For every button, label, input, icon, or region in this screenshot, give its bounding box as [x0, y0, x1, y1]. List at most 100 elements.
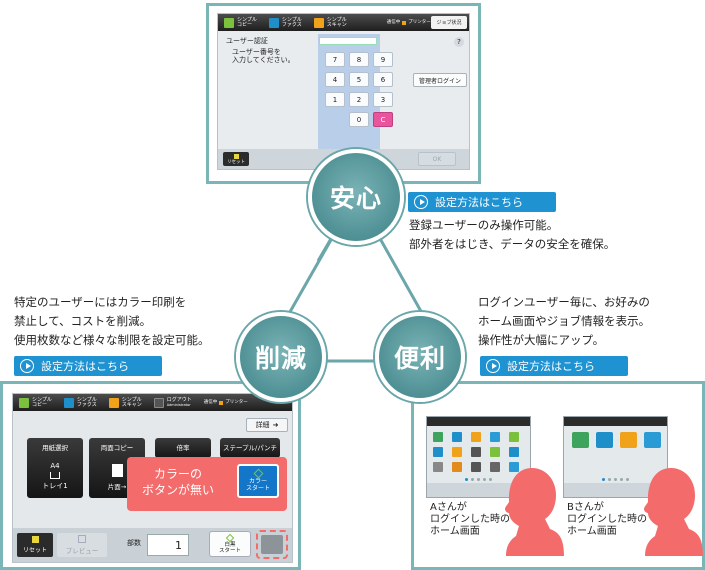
- paper-select-button[interactable]: 用紙選択 A4 トレイ1: [27, 438, 83, 498]
- benri-screenshot-frame: Aさんが ログインした時の ホーム画面 Bさんが ログインした時の ホーム画面: [411, 381, 705, 570]
- page-dot: [614, 478, 617, 481]
- copy-icon: [19, 397, 29, 408]
- preview-button[interactable]: プレビュー: [57, 533, 107, 557]
- color-start-button[interactable]: カラー スタート: [237, 464, 279, 498]
- home-app-icon[interactable]: [471, 462, 481, 472]
- home-app-icon[interactable]: [509, 447, 519, 457]
- start-icon: [225, 533, 235, 543]
- status-dot-icon: [219, 400, 224, 405]
- page-icon: [111, 464, 123, 477]
- copies-input[interactable]: 1: [147, 534, 189, 556]
- home-app-icon[interactable]: [490, 447, 500, 457]
- reset-icon: [31, 536, 39, 543]
- benri-description: ログインユーザー毎に、お好みのホーム画面やジョブ情報を表示。操作性が大幅にアップ…: [478, 295, 651, 347]
- page-dot: [620, 478, 623, 481]
- home-app-icon[interactable]: [433, 447, 443, 457]
- home-app-icon[interactable]: [490, 462, 500, 472]
- home-app-icon[interactable]: [509, 462, 519, 472]
- page-dot: [626, 478, 629, 481]
- page-dot: [465, 478, 468, 481]
- benri-settings-link[interactable]: 設定方法はこちら: [480, 356, 628, 376]
- silhouette-b-icon: [644, 468, 703, 556]
- help-icon[interactable]: ?: [454, 37, 464, 47]
- home-app-icon[interactable]: [620, 432, 637, 448]
- keypad-key[interactable]: 2: [349, 92, 369, 107]
- simple-fax-button[interactable]: シンプル ファクス: [268, 17, 302, 28]
- home-app-icon[interactable]: [452, 432, 462, 442]
- play-icon: [414, 195, 428, 209]
- preview-icon: [78, 535, 86, 543]
- home-app-icon[interactable]: [452, 447, 462, 457]
- home-app-icon[interactable]: [644, 432, 661, 448]
- status-indicator: 通信中プリンター: [386, 20, 431, 25]
- anshin-settings-link[interactable]: 設定方法はこちら: [408, 192, 556, 212]
- keypad-key[interactable]: 0: [349, 112, 369, 127]
- simple-scan-button[interactable]: シンプル スキャン: [313, 17, 347, 28]
- silhouette-a-icon: [505, 468, 564, 556]
- home-app-icon[interactable]: [509, 432, 519, 442]
- page-dot: [602, 478, 605, 481]
- login-prompt: ユーザー番号を 入力してください。: [232, 48, 295, 64]
- page-dot: [471, 478, 474, 481]
- page-dot: [477, 478, 480, 481]
- keypad-key[interactable]: 9: [373, 52, 393, 67]
- job-status-button[interactable]: ジョブ状況: [431, 16, 467, 29]
- simple-fax-button[interactable]: シンプル ファクス: [63, 397, 97, 408]
- page-dot: [608, 478, 611, 481]
- scan-icon: [313, 17, 324, 28]
- reset-icon: [233, 153, 239, 159]
- bw-start-button[interactable]: 白黒 スタート: [209, 531, 251, 557]
- home-app-icon[interactable]: [433, 462, 443, 472]
- simple-copy-button[interactable]: シンプル コピー: [19, 397, 52, 408]
- play-icon: [486, 359, 500, 373]
- home-app-icon[interactable]: [452, 462, 462, 472]
- home-app-icon[interactable]: [572, 432, 589, 448]
- home-app-icon[interactable]: [490, 432, 500, 442]
- sakugen-circle: 削減: [236, 312, 326, 402]
- missing-color-button-slot: [256, 530, 288, 559]
- reset-button[interactable]: リセット: [223, 152, 249, 166]
- sakugen-settings-link[interactable]: 設定方法はこちら: [14, 356, 162, 376]
- clear-button[interactable]: C: [373, 112, 393, 127]
- play-icon: [20, 359, 34, 373]
- home-app-icon[interactable]: [596, 432, 613, 448]
- admin-login-button[interactable]: 管理者ログイン: [413, 73, 467, 87]
- simple-scan-button[interactable]: シンプル スキャン: [108, 397, 142, 408]
- detail-button[interactable]: 詳細➜: [246, 418, 288, 432]
- logout-icon: [153, 397, 164, 408]
- home-bottom-bar: [427, 483, 530, 497]
- home-bottom-bar: [564, 483, 667, 497]
- simple-copy-button[interactable]: シンプル コピー: [224, 17, 257, 28]
- anshin-screenshot-frame: シンプル コピー シンプル ファクス シンプル スキャン 通信中プリンター ジョ…: [206, 3, 481, 184]
- sakugen-description: 特定のユーザーにはカラー印刷を禁止して、コストを削減。使用枚数など様々な制限を設…: [14, 295, 210, 347]
- keypad-key[interactable]: 8: [349, 52, 369, 67]
- benri-circle: 便利: [375, 312, 465, 402]
- keypad-key[interactable]: 1: [325, 92, 345, 107]
- user-number-input[interactable]: [319, 37, 377, 45]
- keypad-key[interactable]: 6: [373, 72, 393, 87]
- home-app-icon[interactable]: [471, 432, 481, 442]
- staple-punch-button[interactable]: ステープル/パンチ: [220, 438, 280, 458]
- copy-icon: [224, 17, 234, 28]
- home-app-icon[interactable]: [471, 447, 481, 457]
- top-toolbar: シンプル コピー シンプル ファクス シンプル スキャン 通信中プリンター ジョ…: [218, 14, 469, 31]
- status-indicator: 通信中プリンター: [203, 400, 248, 405]
- keypad-key[interactable]: 3: [373, 92, 393, 107]
- ok-button[interactable]: OK: [418, 152, 456, 166]
- no-color-button-callout: カラーの ボタンが無い カラー スタート: [127, 457, 287, 511]
- status-dot-icon: [402, 20, 407, 25]
- magnification-button[interactable]: 倍率: [155, 438, 211, 458]
- fax-icon: [268, 17, 279, 28]
- keypad-key[interactable]: 5: [349, 72, 369, 87]
- keypad-key[interactable]: 7: [325, 52, 345, 67]
- keypad-key[interactable]: 4: [325, 72, 345, 87]
- start-icon: [253, 468, 263, 479]
- arrow-right-icon: ➜: [272, 421, 279, 429]
- fax-icon: [63, 397, 74, 408]
- reset-button[interactable]: リセット: [17, 533, 53, 557]
- home-app-icon[interactable]: [433, 432, 443, 442]
